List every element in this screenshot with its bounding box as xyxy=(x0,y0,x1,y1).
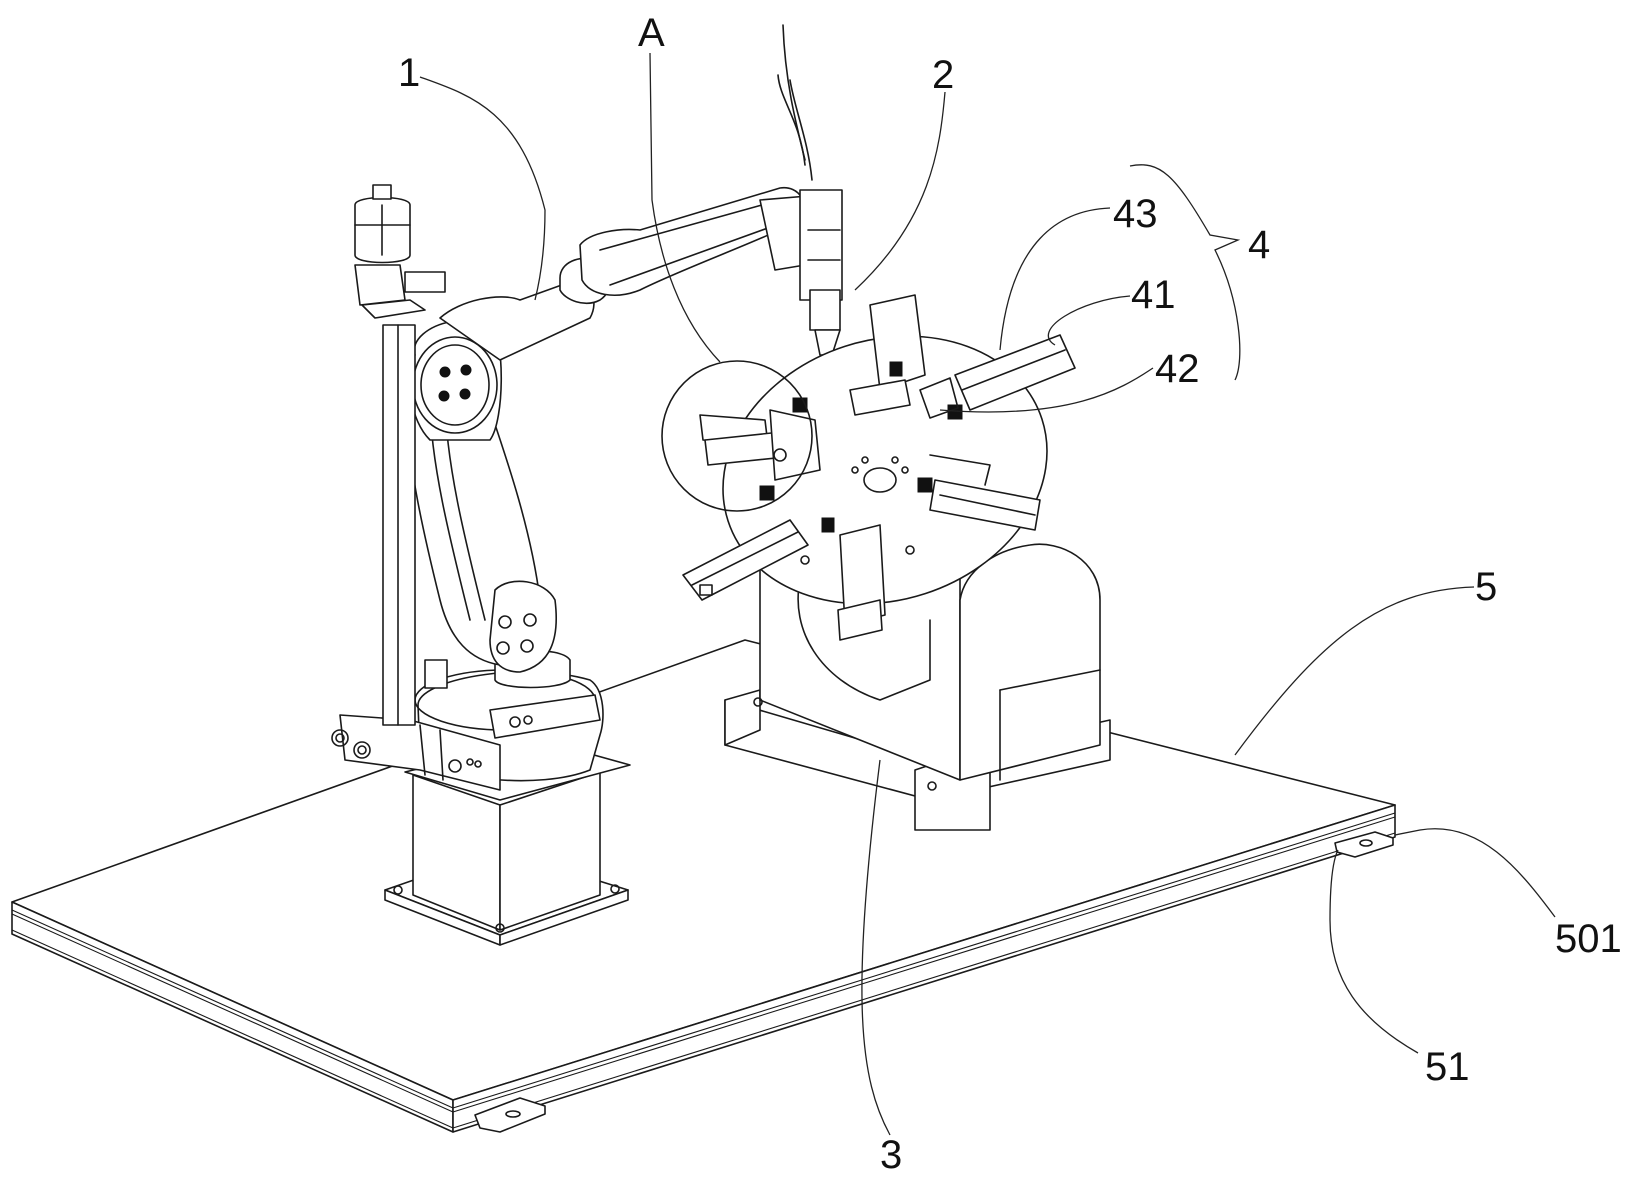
mounting-lug-front xyxy=(474,1097,546,1133)
robot-shoulder-joint xyxy=(409,319,503,441)
label-2: 2 xyxy=(932,53,954,97)
welding-torch xyxy=(777,24,843,356)
robot-upper-arm xyxy=(439,187,836,361)
label-42: 42 xyxy=(1155,347,1200,391)
label-a: A xyxy=(638,11,665,55)
fixture-top xyxy=(849,294,926,416)
label-5: 5 xyxy=(1475,565,1497,609)
lubricator-cup xyxy=(354,184,411,264)
label-3: 3 xyxy=(880,1133,902,1177)
robot-lower-arm xyxy=(406,379,557,673)
label-501: 501 xyxy=(1555,917,1622,961)
fixture-bottom xyxy=(821,517,886,641)
fixture-right-lower xyxy=(917,454,1041,531)
label-4: 4 xyxy=(1248,223,1270,267)
leader-lines xyxy=(419,52,1556,1136)
base-platform xyxy=(11,639,1396,1133)
label-51: 51 xyxy=(1425,1045,1470,1089)
fixture-bottom-left xyxy=(682,485,809,601)
label-1: 1 xyxy=(398,51,420,95)
fixture-right-upper xyxy=(919,334,1076,420)
detail-circle-a xyxy=(661,360,813,512)
column-post xyxy=(354,264,446,726)
label-43: 43 xyxy=(1113,192,1158,236)
label-41: 41 xyxy=(1131,273,1176,317)
